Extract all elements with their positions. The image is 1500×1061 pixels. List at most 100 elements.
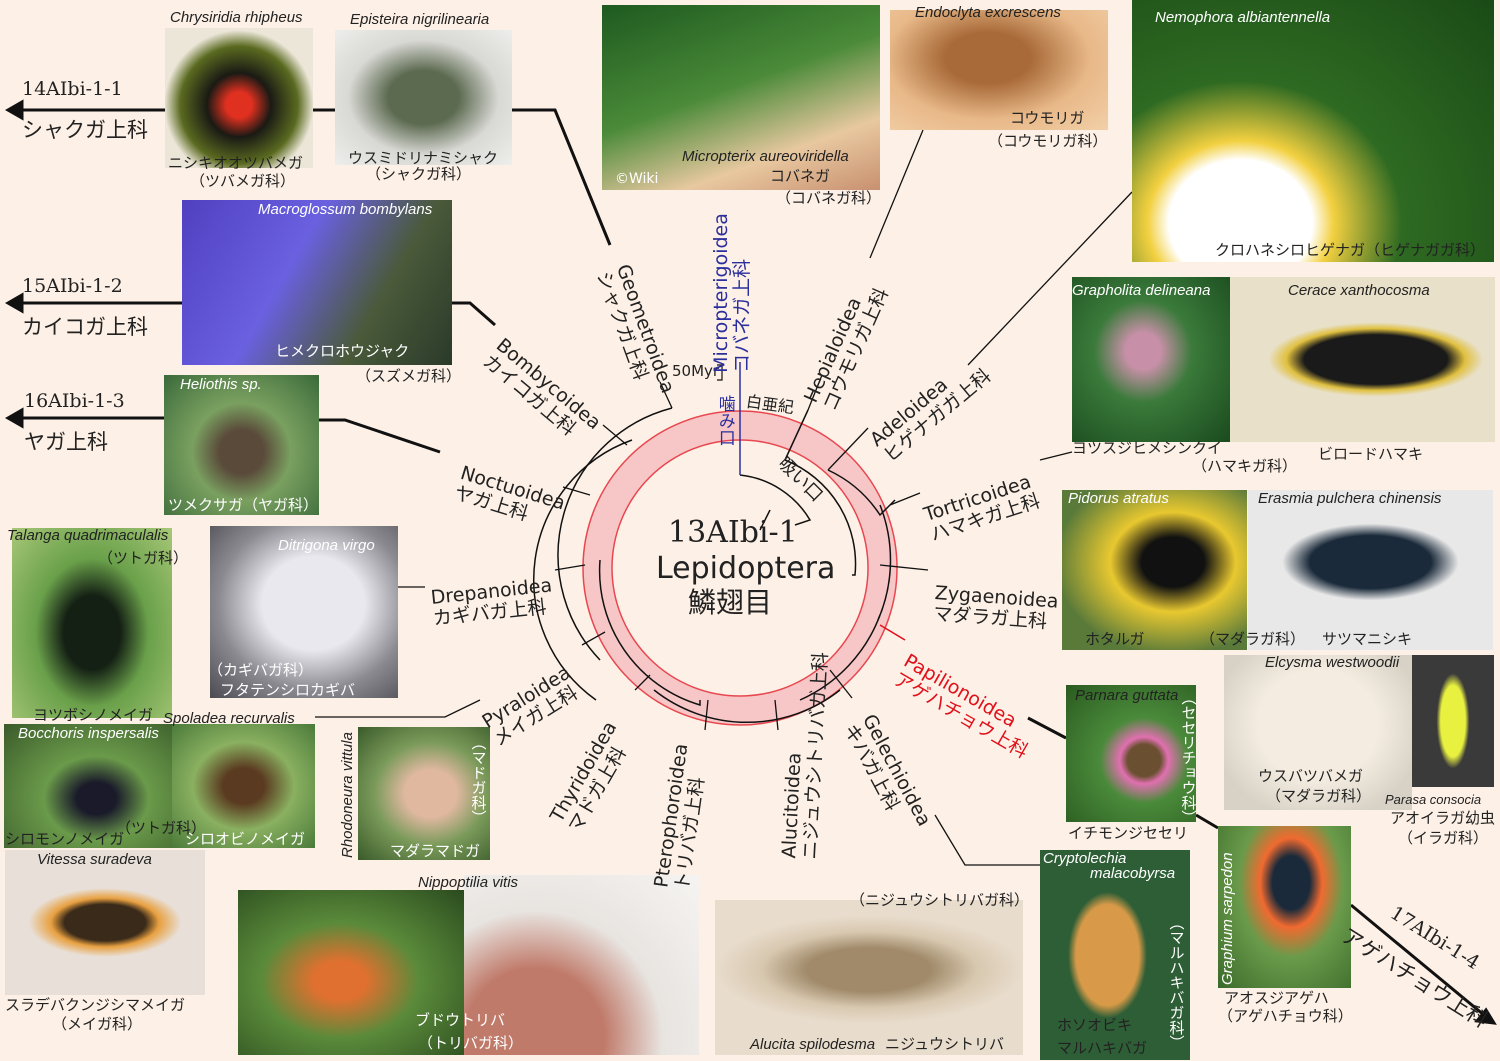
photo-micropterix xyxy=(602,5,880,190)
arrow-code-2[interactable]: 15AIbi-1-2 xyxy=(22,275,123,297)
caption-sci: Episteira nigrilinearia xyxy=(350,11,490,28)
caption-sci: Micropterix aureoviridella xyxy=(682,148,849,165)
caption-sci: Cryptolechia xyxy=(1043,850,1127,867)
center-code: 13AIbi-1 xyxy=(668,515,798,550)
caption-family: （アゲハチョウ科） xyxy=(1218,1007,1353,1025)
caption-family: （ツバメガ科） xyxy=(190,172,296,190)
caption-jp: ホソオビキ xyxy=(1057,1016,1133,1034)
photo-parasa xyxy=(1412,655,1494,787)
photo-episteira xyxy=(335,30,512,165)
caption-jp: ブドウトリバ xyxy=(415,1011,506,1029)
caption-jp: クロハネシロヒゲナガ（ヒゲナガガ科） xyxy=(1215,241,1486,259)
photo-chrysiridia xyxy=(165,28,313,168)
caption-sci: Cerace xanthocosma xyxy=(1288,282,1430,299)
arrow-code-3[interactable]: 16AIbi-1-3 xyxy=(24,390,125,412)
arrow-lines xyxy=(4,99,1497,1025)
photo-alucita xyxy=(715,900,1023,1055)
caption-family: （ツトガ科） xyxy=(116,819,207,837)
caption-sci: Graphium sarpedon xyxy=(1219,852,1236,985)
caption-sci: Chrysiridia rhipheus xyxy=(170,9,303,26)
arrow-name-3[interactable]: ヤガ上科 xyxy=(24,430,108,454)
caption-jp: イチモンジセセリ xyxy=(1068,824,1189,842)
caption-jp: アオスジアゲハ xyxy=(1224,989,1329,1007)
caption-sci: Talanga quadrimaculalis xyxy=(7,527,169,544)
caption-family: （セセリチョウ科） xyxy=(1179,690,1198,825)
photo-erasmia xyxy=(1248,490,1493,650)
caption-family: （ツトガ科） xyxy=(98,549,189,567)
arrow-name-1[interactable]: シャクガ上科 xyxy=(22,118,148,142)
photo-rhodoneura xyxy=(358,727,490,860)
photo-bocchoris xyxy=(4,724,172,848)
caption-jp: コウモリガ xyxy=(1010,109,1085,127)
caption-sci: Alucita spilodesma xyxy=(750,1036,876,1053)
caption-sci: Nippoptilia vitis xyxy=(418,874,519,891)
photo-elcysma xyxy=(1224,655,1412,810)
caption-jp: ツメクサガ（ヤガ科） xyxy=(168,496,319,514)
photo-grapholita xyxy=(1072,277,1230,442)
center-jp: 鱗翅目 xyxy=(688,586,773,619)
caption-sci: Bocchoris inspersalis xyxy=(18,725,159,742)
caption-sci: Nemophora albiantennella xyxy=(1155,9,1331,26)
photo-graphium xyxy=(1218,826,1351,988)
caption-family: （コバネガ科） xyxy=(776,189,882,207)
photo-nippoptilia-2 xyxy=(464,875,699,1055)
caption-jp: マダラマドガ xyxy=(390,842,481,860)
photo-cryptolechia xyxy=(1040,850,1190,1060)
arrow-code-1[interactable]: 14AIbi-1-1 xyxy=(22,78,123,100)
caption-jp: フタテンシロカギバ xyxy=(220,681,356,699)
photo-macroglossum xyxy=(182,200,452,365)
caption-jp: スラデバクンジシマメイガ xyxy=(5,996,186,1014)
photo-spoladea xyxy=(172,724,315,848)
connector-bombycoidea xyxy=(452,301,496,327)
photo-talanga xyxy=(12,528,172,718)
arrow-name-2[interactable]: カイコガ上科 xyxy=(22,315,148,339)
caption-sci: Endoclyta excrescens xyxy=(915,4,1061,21)
connector-papilionoidea xyxy=(1027,716,1219,830)
caption-family: （スズメガ科） xyxy=(356,367,462,385)
caption-jp: シロモンノメイガ xyxy=(5,830,125,848)
caption-family: （ニジュウシトリバガ科） xyxy=(850,891,1029,909)
caption-family: （マダラガ科） xyxy=(1266,787,1372,805)
caption-sci: malacobyrsa xyxy=(1090,865,1176,882)
caption-jp: ニシキオオツバメガ xyxy=(168,154,304,172)
caption-family: （マドガ科） xyxy=(469,735,488,825)
photo-nippoptilia-1 xyxy=(238,890,464,1055)
caption-jp: ウスバツバメガ xyxy=(1258,767,1364,785)
caption-sci: Parnara guttata xyxy=(1075,687,1179,704)
caption-family: （トリバガ科） xyxy=(418,1034,524,1052)
connector-noctuoidea xyxy=(319,418,441,454)
photo-ditrigona xyxy=(210,526,398,698)
caption-sci: Spoladea recurvalis xyxy=(163,710,295,727)
caption-sci: Parasa consocia xyxy=(1385,792,1482,807)
caption-jp: ヨツボシノメイガ xyxy=(33,706,154,724)
photo-nemophora xyxy=(1132,0,1494,262)
caption-family: （コウモリガ科） xyxy=(988,132,1108,150)
caption-jp: シロオビノメイガ xyxy=(185,830,306,848)
caption-sci: Heliothis sp. xyxy=(180,376,262,393)
caption-sci: Pidorus atratus xyxy=(1068,490,1169,507)
caption-jp: ニジュウシトリバ xyxy=(885,1035,1004,1053)
caption-jp: サツマニシキ xyxy=(1322,630,1413,648)
photo-heliothis xyxy=(164,375,319,515)
caption-sci: Erasmia pulchera chinensis xyxy=(1258,490,1442,507)
caption-family: （シャクガ科） xyxy=(366,165,472,183)
photo-vitessa xyxy=(5,850,205,995)
caption-jp: ヒメクロホウジャク xyxy=(275,342,410,360)
caption-family: （イラガ科） xyxy=(1398,829,1489,847)
caption-jp: アオイラガ幼虫 xyxy=(1390,809,1496,827)
photo-credit: ©Wiki xyxy=(615,171,659,187)
caption-family: （マルハキバガ科） xyxy=(1167,915,1186,1050)
caption-sci: Grapholita delineana xyxy=(1072,282,1211,299)
caption-sci: Elcysma westwoodii xyxy=(1265,654,1400,671)
photo-endoclyta xyxy=(890,10,1108,130)
caption-sci: Macroglossum bombylans xyxy=(258,201,433,218)
caption-jp: ビロードハマキ xyxy=(1318,445,1424,463)
caption-jp: コバネガ xyxy=(770,167,831,185)
center-latin: Lepidoptera xyxy=(656,551,836,586)
caption-family: （マダラガ科） xyxy=(1200,630,1306,648)
caption-family: （ハマキガ科） xyxy=(1192,457,1298,475)
caption-jp: ホタルガ xyxy=(1085,630,1145,648)
